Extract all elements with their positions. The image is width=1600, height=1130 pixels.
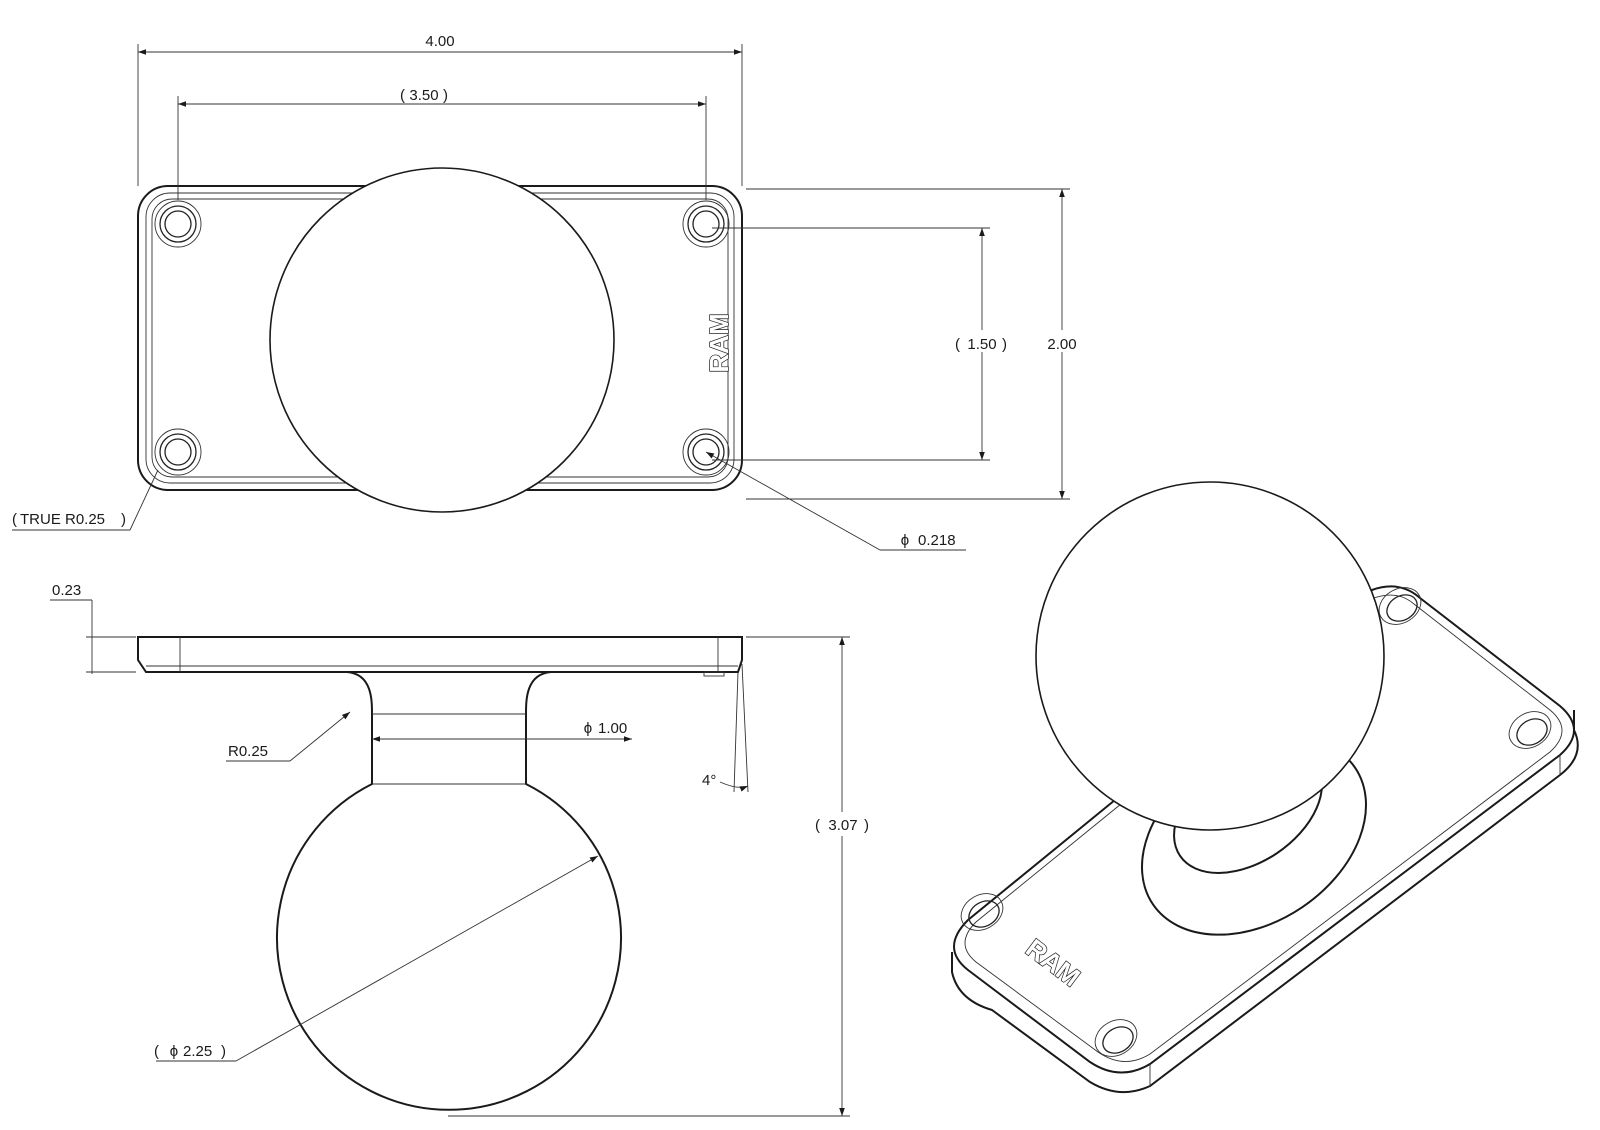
corner-radius-label: TRUE R0.25 [20,511,105,528]
iso-ball-outline [1035,481,1385,831]
dimension-fillet-radius: R0.25 [226,711,351,762]
iso-plate-side [951,710,1579,1094]
plate-thickness-label: 0.23 [52,582,81,599]
dimension-hole-spacing-y: ( 1.50 ) [712,227,1007,461]
ball-diameter-open: ( [154,1043,159,1060]
hole-spacing-x-label: 3.50 [409,87,438,104]
dimension-width-overall: 4.00 [137,33,743,186]
hole-diameter-label: 0.218 [918,532,956,549]
hole-spacing-y-label: 1.50 [967,336,996,353]
corner-radius-close: ) [121,511,126,528]
total-height-label: 3.07 [828,817,857,834]
hole-spacing-x-close: ) [443,87,448,104]
neck-diameter-label: 1.00 [598,720,627,737]
iso-plate-chamfer [964,594,1563,1062]
side-view [137,636,743,1111]
hole-spacing-x-open: ( [400,87,405,104]
ball-diameter-label: 2.25 [183,1043,212,1060]
dimension-hole-diameter: ϕ 0.218 [705,451,966,551]
width-overall-label: 4.00 [425,33,454,50]
top-view: RAM [137,167,743,513]
total-height-open: ( [815,817,820,834]
hole-spacing-y-close: ) [1002,336,1007,353]
ball-diameter-close: ) [221,1043,226,1060]
dimension-neck-diameter: ϕ 1.00 [372,720,632,742]
iso-hole-front [1094,1019,1138,1057]
dimension-draft-angle: 4° [702,663,749,793]
mounting-hole-bottom-right [682,428,730,476]
iso-view-logo: RAM [1020,933,1085,993]
mounting-hole-bottom-left [154,428,202,476]
iso-hole-back [1378,587,1422,625]
dimension-corner-radius: ( TRUE R0.25 ) [12,469,159,531]
dimension-ball-diameter: ( ϕ 2.25 ) [154,855,599,1062]
dimension-total-height: ( 3.07 ) [448,636,869,1117]
dimension-plate-thickness: 0.23 [50,582,136,674]
side-neck-and-ball [276,671,622,1111]
side-plate-outline [137,636,743,673]
hole-spacing-y-open: ( [955,336,960,353]
draft-angle-label: 4° [702,772,716,789]
total-height-close: ) [864,817,869,834]
mounting-hole-top-right [682,200,730,248]
hole-diameter-symbol: ϕ [901,532,909,549]
isometric-view: RAM [951,481,1579,1094]
fillet-radius-label: R0.25 [228,743,268,760]
ball-diameter-symbol: ϕ [170,1043,178,1060]
iso-hole-right [1508,711,1552,749]
top-ball-outline [269,167,615,513]
iso-hole-left [960,893,1004,931]
mounting-hole-top-left [154,200,202,248]
dimension-hole-spacing-x: ( 3.50 ) [177,87,707,200]
dimension-height-overall: 2.00 [746,188,1084,500]
top-view-logo: RAM [704,313,734,372]
height-overall-label: 2.00 [1047,336,1076,353]
corner-radius-open: ( [12,511,17,528]
neck-diameter-symbol: ϕ [584,720,592,737]
